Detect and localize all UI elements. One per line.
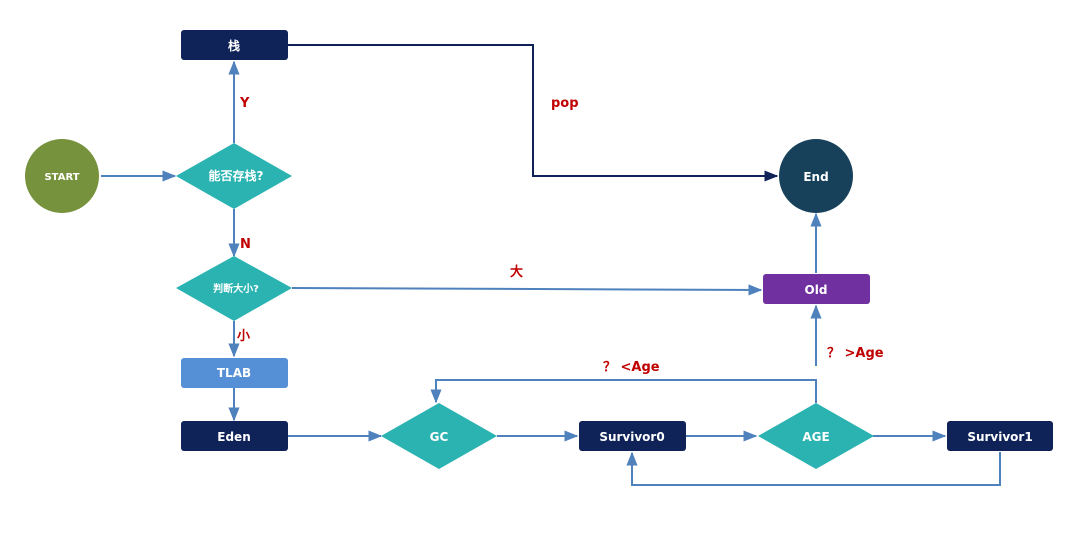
edge-stack-to-end (288, 44, 779, 182)
start-circle (25, 139, 99, 213)
check-size-label: 判断大小? (213, 282, 259, 295)
edge-label-lt-age: ？ <Age (603, 360, 660, 375)
start-node[interactable]: START (25, 139, 99, 213)
edge-label-big: 大 (510, 264, 523, 280)
can-stack-label: 能否存栈? (209, 168, 264, 183)
can-stack-diamond (176, 143, 292, 209)
end-label: End (803, 170, 828, 184)
survivor0-node[interactable]: Survivor0 (579, 421, 686, 451)
edge-label-yes: Y (239, 96, 250, 111)
tlab-label: TLAB (217, 366, 251, 380)
survivor0-box (579, 421, 686, 451)
edge-check-size-to-old (291, 284, 763, 296)
start-label: START (44, 172, 79, 183)
old-node[interactable]: Old (763, 274, 870, 304)
nodes: START 栈 能否存栈? 判断大小? TLAB Eden (25, 30, 1053, 469)
gc-diamond (381, 403, 497, 469)
survivor0-label: Survivor0 (599, 430, 664, 444)
survivor1-node[interactable]: Survivor1 (947, 421, 1053, 451)
edge-age-to-gc (430, 379, 817, 404)
stack-node[interactable]: 栈 (181, 30, 288, 60)
edge-label-small: 小 (237, 329, 250, 344)
check-size-decision[interactable]: 判断大小? (176, 256, 292, 321)
edge-label-gt-age: ？ >Age (827, 346, 884, 361)
edge-label-pop: pop (551, 96, 579, 111)
survivor1-label: Survivor1 (967, 430, 1032, 444)
old-label: Old (805, 283, 828, 297)
tlab-node[interactable]: TLAB (181, 358, 288, 388)
connectors (101, 44, 1001, 486)
edge-survivor1-to-survivor0 (626, 451, 1001, 486)
end-circle (779, 139, 853, 213)
check-size-diamond (176, 256, 292, 321)
end-node[interactable]: End (779, 139, 853, 213)
stack-label: 栈 (228, 38, 240, 53)
age-label: AGE (802, 430, 829, 444)
tlab-box (181, 358, 288, 388)
edge-labels: Y pop N 大 小 ？ <Age ？ >Age (237, 96, 884, 375)
stack-box (181, 30, 288, 60)
eden-node[interactable]: Eden (181, 421, 288, 451)
eden-box (181, 421, 288, 451)
age-decision[interactable]: AGE (758, 403, 874, 469)
edge-label-no: N (240, 237, 251, 252)
gc-label: GC (430, 430, 449, 444)
gc-decision[interactable]: GC (381, 403, 497, 469)
old-box (763, 274, 870, 304)
survivor1-box (947, 421, 1053, 451)
age-diamond (758, 403, 874, 469)
can-stack-decision[interactable]: 能否存栈? (176, 143, 292, 209)
eden-label: Eden (217, 430, 250, 444)
